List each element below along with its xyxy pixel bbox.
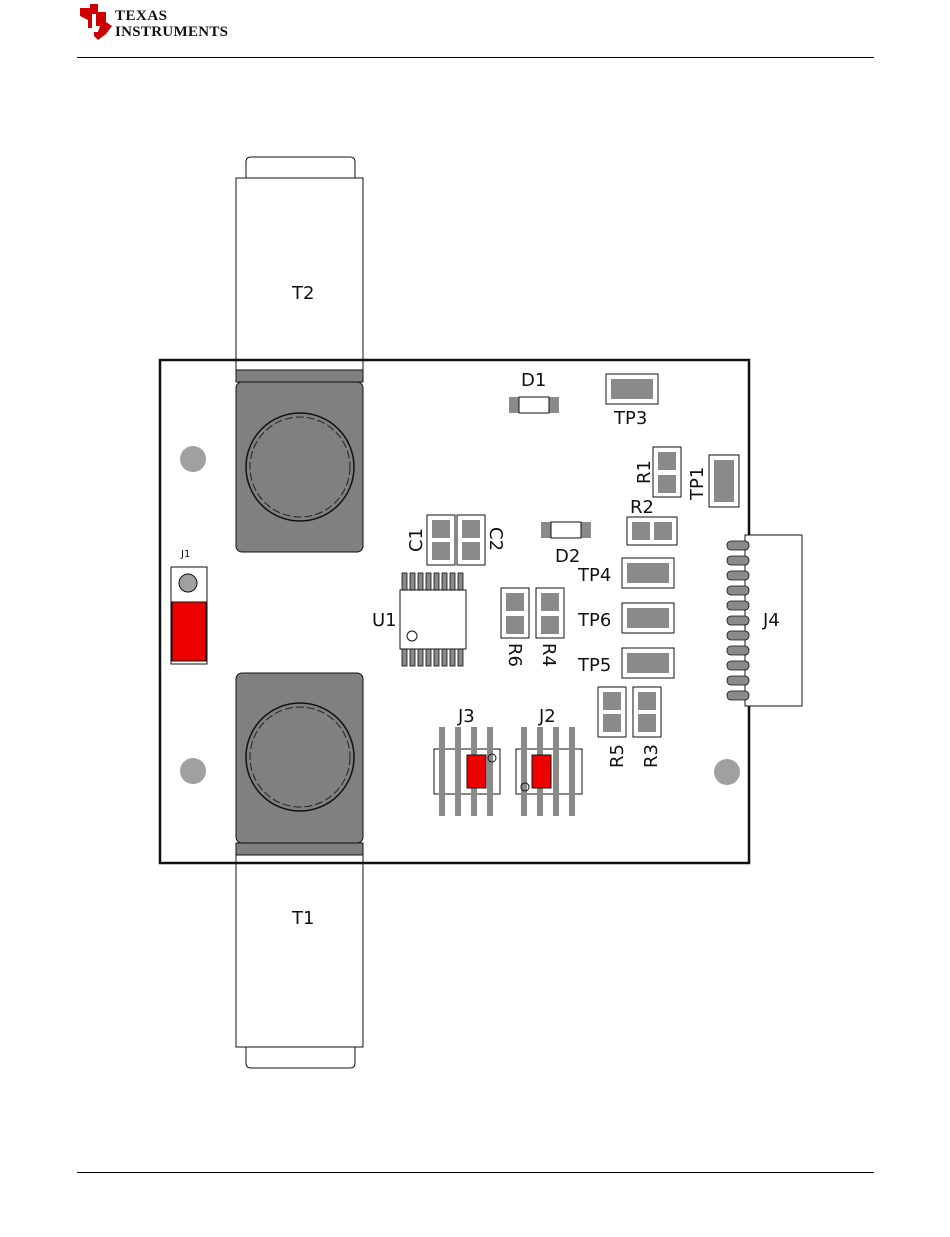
label-T2: T2: [291, 283, 314, 304]
inductor-T2: [236, 157, 363, 382]
testpoint-TP5: [622, 648, 674, 678]
inductor-T1: [236, 843, 363, 1068]
label-R4: R4: [538, 643, 559, 667]
resistor-R4: [536, 588, 564, 638]
label-TP5: TP5: [577, 655, 611, 676]
testpoint-TP6: [622, 603, 674, 633]
resistor-R2: [627, 517, 677, 545]
mount-hole: [180, 446, 206, 472]
diode-D1: [509, 397, 559, 413]
diode-D2: [541, 522, 591, 538]
label-C2: C2: [485, 527, 506, 551]
testpoint-TP4: [622, 558, 674, 588]
testpoint-TP1: [709, 455, 739, 507]
label-TP1: TP1: [687, 467, 708, 501]
resistor-R5: [598, 687, 626, 737]
resistor-R6: [501, 588, 529, 638]
testpoint-TP3: [606, 374, 658, 404]
label-R2: R2: [630, 497, 654, 518]
resistor-R3: [633, 687, 661, 737]
label-J4: J4: [762, 610, 780, 631]
inductor-T2-body: [236, 382, 363, 552]
label-U1: U1: [372, 610, 397, 631]
ic-U1: [400, 573, 466, 666]
connector-J1: [171, 567, 207, 664]
label-TP4: TP4: [577, 565, 611, 586]
label-J1: J1: [180, 549, 190, 560]
label-C1: C1: [406, 528, 427, 552]
label-R1: R1: [634, 460, 655, 484]
footer-rule: [77, 1172, 874, 1173]
capacitor-C1: [427, 515, 455, 565]
jumper-J2: [516, 727, 582, 816]
label-TP3: TP3: [613, 408, 647, 429]
mount-hole: [180, 758, 206, 784]
label-R5: R5: [607, 744, 628, 768]
label-R3: R3: [641, 744, 662, 768]
resistor-R1: [653, 447, 681, 497]
label-D2: D2: [555, 546, 580, 567]
mount-hole: [714, 759, 740, 785]
capacitor-C2: [457, 515, 485, 565]
label-T1: T1: [291, 908, 314, 929]
label-J2: J2: [538, 706, 556, 727]
jumper-J3: [434, 727, 500, 816]
label-TP6: TP6: [577, 610, 611, 631]
label-D1: D1: [521, 370, 546, 391]
label-J3: J3: [457, 706, 475, 727]
inductor-T1-body: [236, 673, 363, 843]
label-R6: R6: [504, 643, 525, 667]
